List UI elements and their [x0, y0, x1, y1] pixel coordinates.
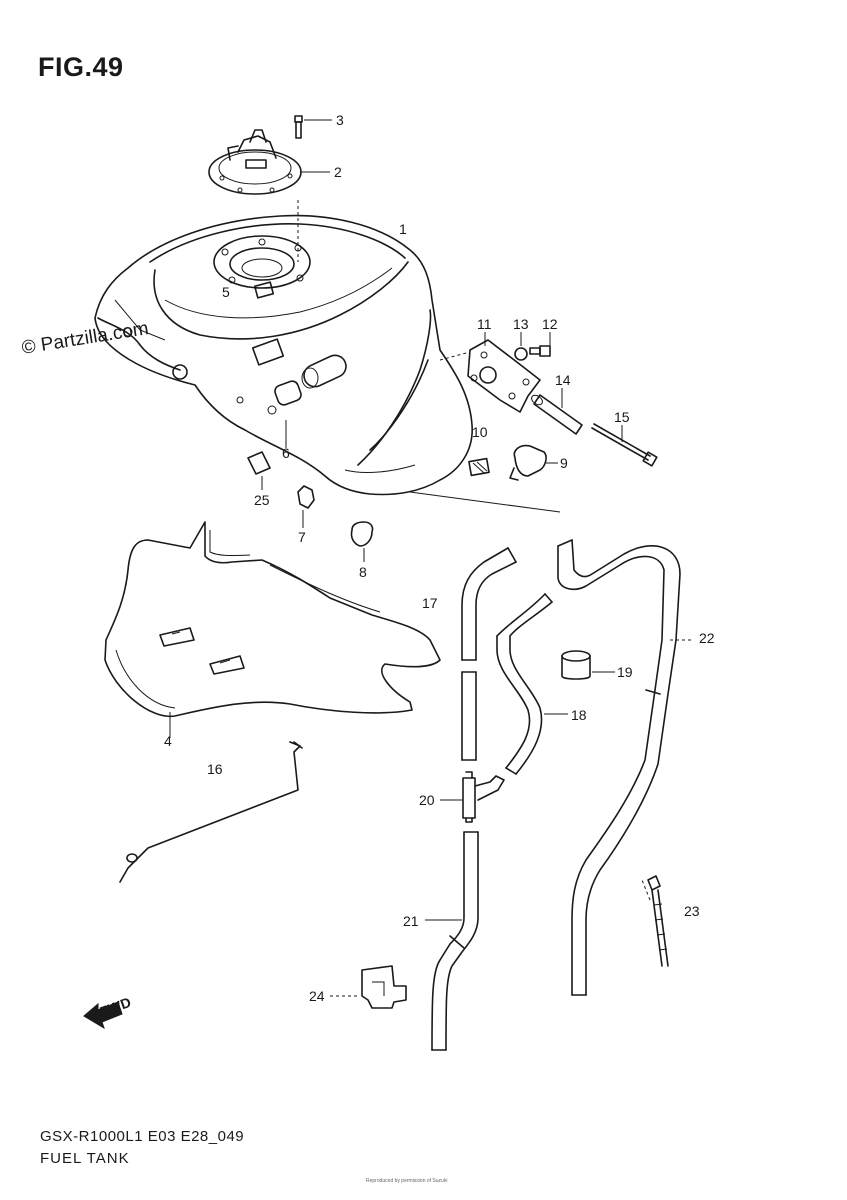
callout-1: 1 — [399, 221, 407, 237]
figure-code: GSX-R1000L1 E03 E28_049 — [40, 1128, 245, 1145]
fuel-tank-drawing — [94, 214, 561, 513]
callout-13: 13 — [513, 316, 529, 332]
callout-20: 20 — [419, 792, 435, 808]
callout-5: 5 — [222, 284, 230, 300]
joint-drawing — [440, 771, 505, 823]
rod-drawing — [119, 741, 303, 883]
callout-9: 9 — [560, 455, 568, 471]
fine-print: Reproduced by permission of Suzuki — [366, 1178, 448, 1184]
bracket-assembly-drawing — [439, 332, 551, 413]
callout-4: 4 — [164, 733, 172, 749]
callout-24: 24 — [309, 988, 325, 1004]
cap-drawing — [561, 650, 615, 680]
callout-25: 25 — [254, 492, 270, 508]
callout-21: 21 — [403, 913, 419, 929]
callout-22: 22 — [699, 630, 715, 646]
forward-arrow-icon: FWD — [83, 994, 133, 1030]
figure-title: FIG.49 — [38, 52, 124, 82]
figure-name: FUEL TANK — [40, 1150, 130, 1167]
callout-16: 16 — [207, 761, 223, 777]
callout-8: 8 — [359, 564, 367, 580]
clamp-23-drawing — [641, 875, 669, 967]
callout-11: 11 — [477, 316, 492, 332]
callout-labels: 3 2 1 5 11 13 12 14 15 10 9 6 25 7 8 17 … — [164, 112, 715, 1004]
callout-12: 12 — [542, 316, 558, 332]
callout-14: 14 — [555, 372, 571, 388]
callout-2: 2 — [334, 164, 342, 180]
fuel-pump-plate-drawing — [208, 129, 330, 262]
callout-15: 15 — [614, 409, 630, 425]
callout-19: 19 — [617, 664, 633, 680]
callout-18: 18 — [571, 707, 587, 723]
hose-21-drawing — [425, 831, 479, 1051]
damper-pad-drawing — [468, 444, 558, 481]
callout-3: 3 — [336, 112, 344, 128]
spacer-bolt-drawing — [531, 388, 658, 467]
callout-7: 7 — [298, 529, 306, 545]
bolt-3-drawing — [294, 115, 332, 139]
hose-22-drawing — [557, 539, 692, 996]
callout-17: 17 — [422, 595, 438, 611]
hose-18-drawing — [496, 593, 568, 775]
callout-6: 6 — [282, 445, 290, 461]
hose-17-drawing — [461, 547, 517, 761]
callout-10: 10 — [472, 424, 488, 440]
small-parts-drawing — [247, 420, 374, 562]
callout-23: 23 — [684, 903, 700, 919]
clamp-24-drawing — [330, 965, 407, 1009]
heat-insulator-drawing — [104, 521, 441, 738]
